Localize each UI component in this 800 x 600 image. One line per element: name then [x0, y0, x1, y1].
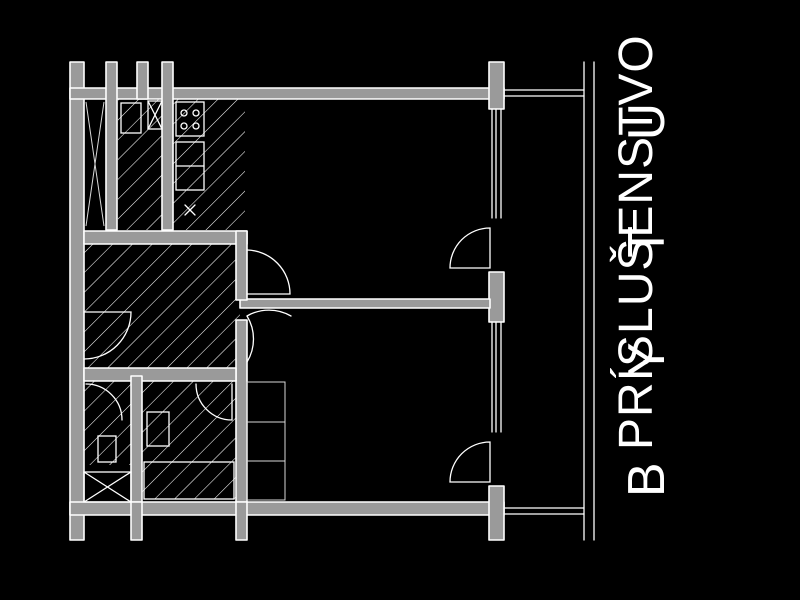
bath-door	[195, 383, 233, 421]
storage-box-cross	[83, 471, 132, 503]
balcony-door-lower	[449, 441, 491, 483]
wall-hall-bottom	[83, 367, 237, 382]
stove	[175, 101, 205, 137]
doors	[83, 227, 491, 483]
wall-duct-3	[161, 61, 174, 231]
balcony-rail-bottom	[503, 507, 585, 515]
hatched-areas	[84, 99, 245, 499]
room-door-lower	[246, 315, 255, 363]
wall-top	[69, 87, 505, 100]
windows	[491, 108, 502, 433]
wardrobe	[246, 381, 286, 501]
kitchen-sink	[120, 102, 142, 134]
wall-left	[69, 61, 85, 541]
wall-bath-foot	[130, 501, 143, 541]
room-door-lower-arc	[246, 309, 292, 317]
wall-kitchen-bottom	[83, 230, 248, 245]
wall-core-right-lower	[235, 319, 248, 503]
wall-duct-2	[136, 61, 149, 100]
bathtub	[143, 461, 235, 500]
window-lower	[491, 321, 502, 433]
storage-box	[83, 471, 132, 503]
hall-hatch	[84, 244, 240, 368]
kitchen-fixtures	[120, 101, 205, 216]
wall-bath-left	[130, 375, 143, 503]
wall-right-mid	[488, 271, 505, 323]
wall-right-bottom	[488, 485, 505, 541]
duct-small-cross	[147, 100, 163, 130]
wall-duct-1	[105, 61, 118, 231]
wc-door	[85, 383, 123, 421]
wall-right-top	[488, 61, 505, 110]
window-upper	[491, 108, 502, 219]
washbasin	[146, 411, 170, 447]
duct-cross-left	[85, 101, 105, 227]
wall-core-right-foot	[235, 501, 248, 541]
wall-room-divider	[239, 298, 491, 309]
duct-small	[147, 100, 163, 130]
room-door-upper	[246, 249, 291, 295]
balcony	[503, 61, 595, 541]
walls	[69, 61, 505, 541]
wall-core-right-upper	[235, 230, 248, 301]
ducts	[83, 100, 163, 503]
bath-fixtures	[97, 381, 286, 501]
entrance-door	[83, 311, 132, 360]
page-subtitle: B Y T U	[618, 102, 676, 498]
kitchen-hatch	[118, 99, 245, 230]
balcony-door-upper	[449, 227, 491, 269]
toilet	[97, 435, 117, 463]
bathroom-hatch	[142, 381, 236, 499]
kitchen-cross-mark	[184, 204, 196, 216]
wc-hatch	[84, 381, 131, 465]
balcony-rail-top	[503, 89, 585, 97]
